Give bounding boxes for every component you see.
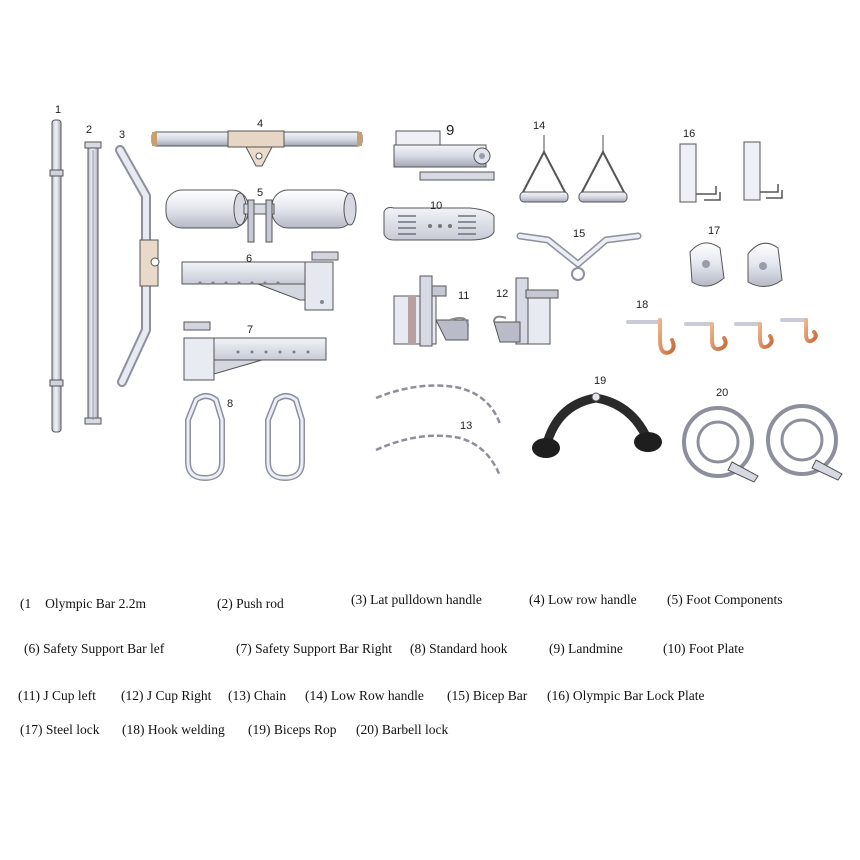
safety-support-bar-right-drawing xyxy=(183,321,327,381)
part-number-20: 20 xyxy=(716,387,728,399)
olympic-bar-drawing xyxy=(49,119,64,433)
part-number-4: 4 xyxy=(257,118,263,130)
j-cup-right-drawing xyxy=(493,277,559,345)
standard-hook-drawing xyxy=(185,393,305,482)
j-cup-left-drawing xyxy=(393,275,469,347)
legend-item-olympic-bar-lock-plate: (16) Olympic Bar Lock Plate xyxy=(547,688,705,703)
legend-item-standard-hook: (8) Standard hook xyxy=(410,641,508,656)
barbell-lock-drawing xyxy=(682,404,843,483)
foot-components-drawing xyxy=(165,189,357,243)
legend-item-barbell-lock: (20) Barbell lock xyxy=(356,722,449,737)
part-number-7: 7 xyxy=(247,324,253,336)
legend-item-push-rod: (2) Push rod xyxy=(217,596,284,611)
steel-lock-drawing xyxy=(689,242,783,287)
legend-item-foot-components: (5) Foot Components xyxy=(667,592,783,607)
part-number-15: 15 xyxy=(573,228,585,240)
legend-item-olympic-bar: (1  Olympic Bar 2.2m xyxy=(20,596,146,611)
olympic-bar-lock-plate-drawing xyxy=(679,141,783,203)
part-number-13: 13 xyxy=(460,420,472,432)
lat-pulldown-handle-drawing xyxy=(115,145,160,387)
hook-welding-drawing xyxy=(626,318,818,355)
push-rod-drawing xyxy=(84,141,102,425)
legend-item-hook-welding: (18) Hook welding xyxy=(122,722,225,737)
part-number-8: 8 xyxy=(227,398,233,410)
part-number-11: 11 xyxy=(458,290,469,302)
chain-drawing xyxy=(375,384,502,477)
legend-item-biceps-rope: (19) Biceps Rop xyxy=(248,722,337,737)
legend-item-j-cup-left: (11) J Cup left xyxy=(18,688,96,703)
part-number-16: 16 xyxy=(683,128,695,140)
low-row-handle-drawing xyxy=(151,130,363,167)
safety-support-bar-left-drawing xyxy=(181,251,339,311)
legend-item-safety-support-bar-left: (6) Safety Support Bar lef xyxy=(24,641,165,656)
parts-diagram: 1 2 3 4 5 xyxy=(49,104,843,483)
legend-item-low-row-handle-2: (14) Low Row handle xyxy=(305,688,424,703)
foot-plate-drawing xyxy=(383,207,495,241)
part-number-14: 14 xyxy=(533,120,545,132)
legend-item-landmine: (9) Landmine xyxy=(549,641,623,656)
landmine-drawing xyxy=(393,130,495,181)
part-number-17: 17 xyxy=(708,225,720,237)
part-number-6: 6 xyxy=(246,253,252,265)
part-number-2: 2 xyxy=(86,124,92,136)
low-row-handle-2-drawing xyxy=(519,135,628,203)
legend-item-bicep-bar: (15) Bicep Bar xyxy=(447,688,528,703)
part-number-9: 9 xyxy=(446,122,454,139)
part-number-19: 19 xyxy=(594,375,606,387)
part-number-10: 10 xyxy=(430,200,442,212)
legend-item-j-cup-right: (12) J Cup Right xyxy=(121,688,212,703)
part-number-5: 5 xyxy=(257,187,263,199)
part-number-18: 18 xyxy=(636,299,648,311)
biceps-rope-drawing xyxy=(532,392,662,458)
legend-item-steel-lock: (17) Steel lock xyxy=(20,722,100,737)
part-number-1: 1 xyxy=(55,104,61,116)
legend-item-foot-plate: (10) Foot Plate xyxy=(663,641,744,656)
bicep-bar-drawing xyxy=(516,232,642,281)
legend-item-low-row-handle: (4) Low row handle xyxy=(529,592,637,607)
part-number-12: 12 xyxy=(496,288,508,300)
legend-item-lat-pulldown-handle: (3) Lat pulldown handle xyxy=(351,592,482,607)
legend-item-safety-support-bar-right: (7) Safety Support Bar Right xyxy=(236,641,392,656)
legend-item-chain: (13) Chain xyxy=(228,688,287,703)
part-number-3: 3 xyxy=(119,129,125,141)
